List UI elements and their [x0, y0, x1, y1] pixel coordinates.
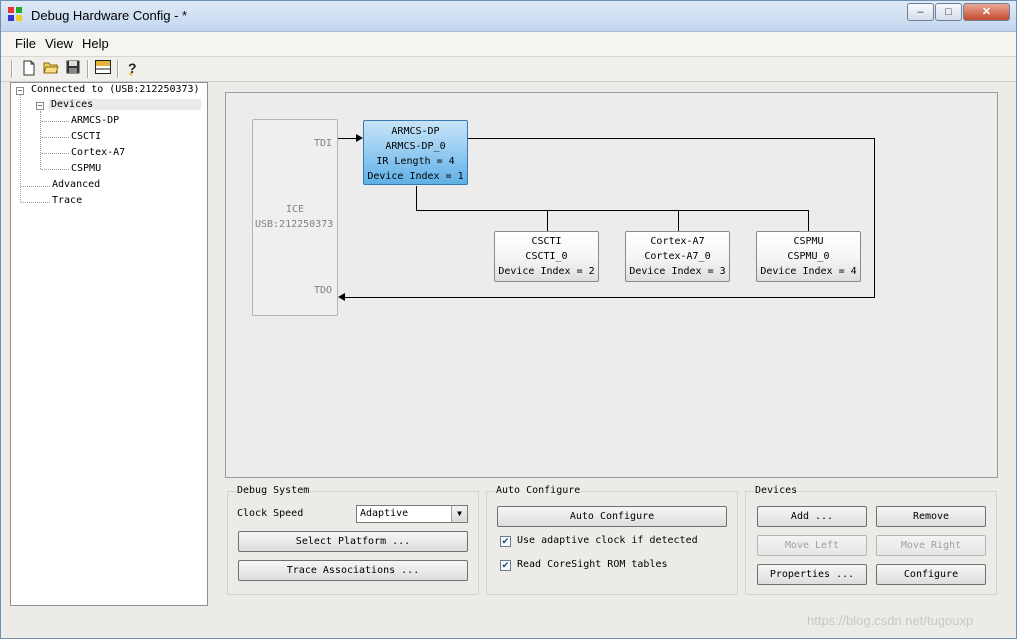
bus-connector [416, 186, 417, 210]
open-folder-icon[interactable] [42, 60, 60, 78]
device-node-cscti[interactable]: CSCTI CSCTI_0 Device Index = 2 [494, 231, 599, 282]
ice-box[interactable]: TDI ICE USB:212250373 TDO [252, 119, 338, 316]
device-ir-length: IR Length = 4 [376, 156, 455, 167]
bus-connector [416, 210, 809, 211]
layout-icon[interactable] [94, 60, 112, 78]
collapse-icon[interactable]: − [36, 101, 44, 110]
device-name: ARMCS-DP [391, 126, 440, 137]
menu-file[interactable]: File [15, 36, 36, 51]
arrow-right-icon [356, 134, 363, 142]
devices-group: Devices Add ... Remove Move Left Move Ri… [745, 485, 997, 595]
bus-connector [808, 210, 809, 231]
title-bar[interactable]: Debug Hardware Config - * – □ ✕ [1, 1, 1016, 32]
tree-item-device[interactable]: CSPMU [71, 163, 102, 174]
device-index: Device Index = 3 [629, 266, 726, 277]
auto-configure-group: Auto Configure Auto Configure ✔ Use adap… [486, 485, 738, 595]
app-icon [8, 7, 24, 23]
select-platform-button[interactable]: Select Platform ... [238, 531, 468, 552]
device-index: Device Index = 4 [760, 266, 857, 277]
window-title: Debug Hardware Config - * [31, 8, 188, 23]
tree-item-trace[interactable]: Trace [52, 195, 83, 206]
device-instance: Cortex-A7_0 [644, 251, 711, 262]
device-node-cortex-a7[interactable]: Cortex-A7 Cortex-A7_0 Device Index = 3 [625, 231, 730, 282]
status-bar [1, 607, 1016, 638]
menu-bar: File View Help [1, 32, 1016, 57]
help-icon[interactable]: ? [123, 60, 141, 78]
configure-button[interactable]: Configure [876, 564, 986, 585]
toolbar-separator [87, 60, 89, 78]
tree-item-device[interactable]: Cortex-A7 [71, 147, 126, 158]
device-node-armcs-dp[interactable]: ARMCS-DP ARMCS-DP_0 IR Length = 4 Device… [363, 120, 468, 185]
read-rom-tables-label: Read CoreSight ROM tables [517, 559, 668, 570]
device-name: Cortex-A7 [650, 236, 705, 247]
tree-item-device[interactable]: CSCTI [71, 131, 102, 142]
toolbar-separator [117, 60, 119, 78]
debug-system-group: Debug System Clock Speed Adaptive ▼ Sele… [227, 485, 479, 595]
device-instance: CSPMU_0 [787, 251, 830, 262]
arrow-left-icon [338, 293, 345, 301]
close-button[interactable]: ✕ [963, 3, 1010, 21]
tdo-connector [344, 297, 875, 298]
move-right-button[interactable]: Move Right [876, 535, 986, 556]
tree-root-connection[interactable]: Connected to (USB:212250373) [31, 84, 200, 95]
ice-name: ICE [286, 204, 305, 215]
menu-view[interactable]: View [45, 36, 73, 51]
auto-configure-title: Auto Configure [495, 485, 582, 496]
chain-connector [468, 138, 875, 139]
scan-chain-diagram[interactable]: TDI ICE USB:212250373 TDO ARMCS-DP ARMCS… [225, 92, 998, 478]
device-instance: ARMCS-DP_0 [385, 141, 446, 152]
toolbar-separator [11, 60, 13, 78]
menu-help[interactable]: Help [82, 36, 109, 51]
clock-speed-label: Clock Speed [237, 508, 304, 519]
device-name: CSPMU [793, 236, 824, 247]
save-icon[interactable] [64, 60, 82, 78]
toolbar: ? [1, 57, 1016, 82]
clock-speed-value: Adaptive [360, 508, 409, 519]
bus-connector [678, 210, 679, 231]
tdo-label: TDO [314, 285, 333, 296]
ice-id: USB:212250373 [255, 219, 334, 230]
clock-speed-select[interactable]: Adaptive ▼ [356, 505, 468, 523]
tree-item-device[interactable]: ARMCS-DP [71, 115, 120, 126]
tdi-connector [338, 138, 358, 139]
bus-connector [547, 210, 548, 231]
remove-device-button[interactable]: Remove [876, 506, 986, 527]
device-index: Device Index = 1 [367, 171, 464, 182]
minimize-button[interactable]: – [907, 3, 934, 21]
adaptive-clock-label: Use adaptive clock if detected [517, 535, 698, 546]
watermark: https://blog.csdn.net/tugouxp [807, 613, 974, 628]
add-device-button[interactable]: Add ... [757, 506, 867, 527]
chevron-down-icon[interactable]: ▼ [451, 506, 467, 522]
collapse-icon[interactable]: − [16, 86, 24, 95]
new-file-icon[interactable] [20, 60, 38, 78]
device-index: Device Index = 2 [498, 266, 595, 277]
maximize-button[interactable]: □ [935, 3, 962, 21]
tree-item-advanced[interactable]: Advanced [52, 179, 101, 190]
chain-connector [874, 138, 875, 298]
read-rom-tables-checkbox[interactable]: ✔ [500, 560, 511, 571]
device-name: CSCTI [531, 236, 562, 247]
tdi-label: TDI [314, 138, 333, 149]
devices-title: Devices [754, 485, 799, 496]
debug-system-title: Debug System [236, 485, 311, 496]
device-tree[interactable]: − Connected to (USB:212250373) − Devices… [10, 82, 208, 606]
tree-item-devices[interactable]: Devices [49, 99, 201, 110]
device-instance: CSCTI_0 [525, 251, 568, 262]
auto-configure-button[interactable]: Auto Configure [497, 506, 727, 527]
properties-button[interactable]: Properties ... [757, 564, 867, 585]
move-left-button[interactable]: Move Left [757, 535, 867, 556]
svg-text:?: ? [128, 60, 137, 76]
device-node-cspmu[interactable]: CSPMU CSPMU_0 Device Index = 4 [756, 231, 861, 282]
adaptive-clock-checkbox[interactable]: ✔ [500, 536, 511, 547]
trace-associations-button[interactable]: Trace Associations ... [238, 560, 468, 581]
